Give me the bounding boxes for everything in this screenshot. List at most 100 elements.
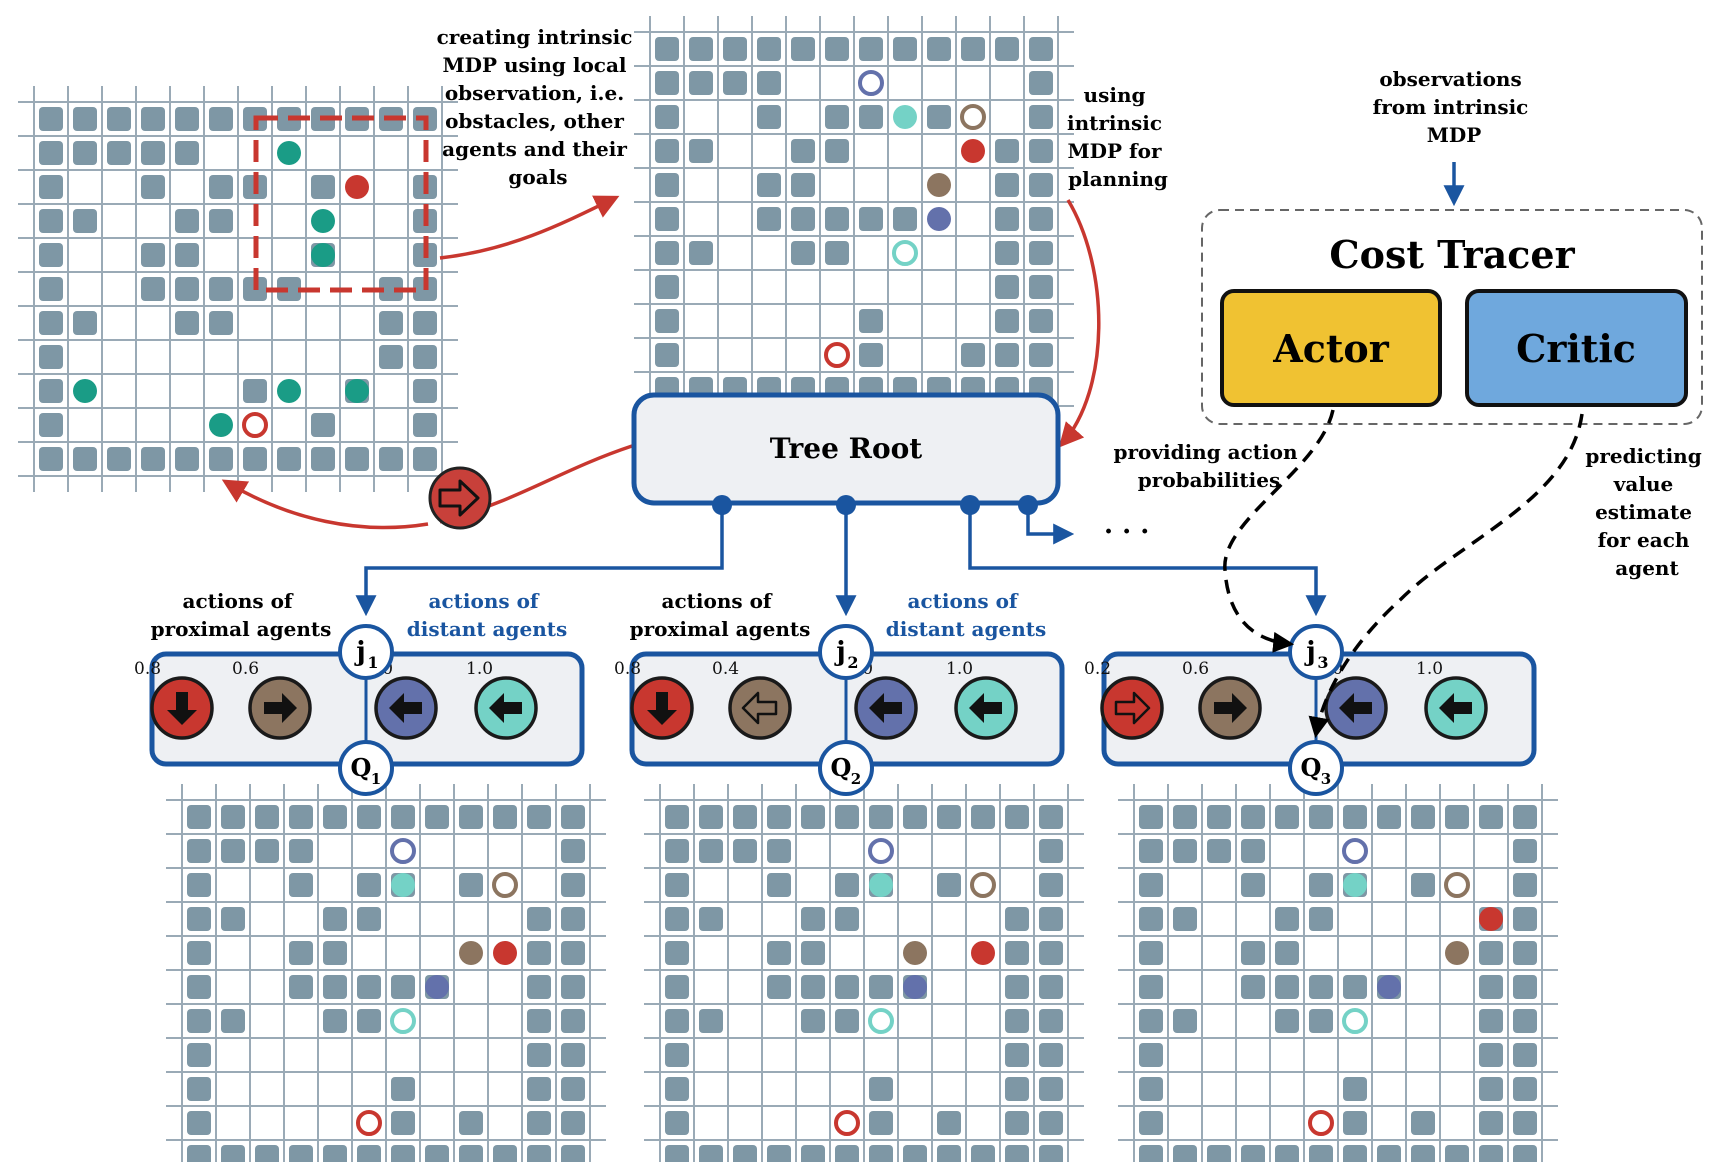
obstacle-cell xyxy=(791,173,815,197)
critic-label: Critic xyxy=(1516,326,1636,371)
obstacle-cell xyxy=(39,345,63,369)
obstacle-cell xyxy=(289,839,313,863)
obstacle-cell xyxy=(73,311,97,335)
obstacle-cell xyxy=(527,1145,551,1162)
obstacle-cell xyxy=(1173,839,1197,863)
action-probability: 1.0 xyxy=(946,659,973,679)
obstacle-cell xyxy=(459,873,483,897)
cost-tracer-title: Cost Tracer xyxy=(1329,232,1575,277)
obstacle-cell xyxy=(1139,941,1163,965)
obstacle-cell xyxy=(277,447,301,471)
obstacle-cell xyxy=(1513,975,1537,999)
obstacle-cell xyxy=(1029,343,1053,367)
action-probability: 0.6 xyxy=(232,659,259,679)
obstacle-cell xyxy=(221,1009,245,1033)
obstacle-cell xyxy=(243,379,267,403)
obstacle-cell xyxy=(937,1145,961,1162)
q-value-subscript: 3 xyxy=(1321,770,1331,788)
obstacle-cell xyxy=(801,1145,825,1162)
obstacle-cell xyxy=(1207,839,1231,863)
obstacle-cell xyxy=(655,241,679,265)
goal-marker xyxy=(1308,1110,1334,1136)
obstacle-cell xyxy=(995,343,1019,367)
obstacle-cell xyxy=(357,907,381,931)
intrinsic-mdp-grid xyxy=(634,16,1074,422)
obstacle-cell xyxy=(323,805,347,829)
obstacle-cell xyxy=(903,805,927,829)
child-state-grid-2 xyxy=(644,784,1084,1162)
obstacle-cell xyxy=(903,1145,927,1162)
obstacle-cell xyxy=(1411,873,1435,897)
obstacle-cell xyxy=(1005,1111,1029,1135)
obstacle-cell xyxy=(1309,873,1333,897)
obstacle-cell xyxy=(561,975,585,999)
obstacle-cell xyxy=(289,1145,313,1162)
obstacle-cell xyxy=(357,873,381,897)
obstacle-cell xyxy=(345,447,369,471)
obstacle-cell xyxy=(1139,975,1163,999)
action-brown-left-icon xyxy=(728,676,792,740)
obstacle-cell xyxy=(175,107,199,131)
goal-marker xyxy=(892,240,918,266)
obstacle-cell xyxy=(767,941,791,965)
obstacle-cell xyxy=(107,141,131,165)
obstacle-cell xyxy=(391,1077,415,1101)
obstacle-cell xyxy=(1411,805,1435,829)
obstacle-cell xyxy=(561,1111,585,1135)
obstacle-cell xyxy=(1005,941,1029,965)
edge-to-j3 xyxy=(968,505,1327,617)
obstacle-cell xyxy=(527,1077,551,1101)
obstacle-cell xyxy=(723,37,747,61)
arrow-left-icon xyxy=(389,693,422,723)
obstacle-cell xyxy=(1479,975,1503,999)
obstacle-cell xyxy=(1377,805,1401,829)
goal-marker xyxy=(824,342,850,368)
agent-marker xyxy=(391,873,415,897)
obstacle-cell xyxy=(1173,907,1197,931)
agent-marker xyxy=(903,941,927,965)
root-port-1 xyxy=(712,495,732,515)
obstacle-cell xyxy=(379,447,403,471)
obstacle-cell xyxy=(665,1145,689,1162)
obstacle-cell xyxy=(1039,873,1063,897)
predicting-label: predicting value estimate for each agent xyxy=(1585,444,1708,580)
obstacle-cell xyxy=(391,1111,415,1135)
obstacle-cell xyxy=(1173,1145,1197,1162)
obstacle-cell xyxy=(141,175,165,199)
obstacle-cell xyxy=(39,447,63,471)
obstacle-cell xyxy=(699,805,723,829)
obstacle-cell xyxy=(1513,941,1537,965)
obstacle-cell xyxy=(757,173,781,197)
obstacle-cell xyxy=(1029,105,1053,129)
obstacle-cell xyxy=(1241,839,1265,863)
obstacle-cell xyxy=(665,1043,689,1067)
goal-marker xyxy=(1444,872,1470,898)
obstacle-cell xyxy=(561,907,585,931)
obstacle-cell xyxy=(1445,805,1469,829)
obstacle-cell xyxy=(835,1009,859,1033)
obstacle-cell xyxy=(801,975,825,999)
obstacle-cell xyxy=(1005,1043,1029,1067)
obstacle-cell xyxy=(699,1145,723,1162)
obstacle-cell xyxy=(1241,975,1265,999)
obstacle-cell xyxy=(221,839,245,863)
obstacle-cell xyxy=(73,447,97,471)
goal-marker xyxy=(960,104,986,130)
obstacle-cell xyxy=(1173,805,1197,829)
obstacle-cell xyxy=(757,207,781,231)
obstacle-cell xyxy=(733,839,757,863)
obstacle-cell xyxy=(937,805,961,829)
local-observation-grid xyxy=(18,86,458,492)
obstacle-cell xyxy=(1479,1145,1503,1162)
obstacle-cell xyxy=(1029,207,1053,231)
agent-marker xyxy=(903,975,927,999)
obstacle-cell xyxy=(107,107,131,131)
obstacle-cell xyxy=(733,1145,757,1162)
obstacle-cell xyxy=(357,1145,381,1162)
agent-marker xyxy=(311,209,335,233)
agent-marker xyxy=(425,975,449,999)
agent-marker xyxy=(1445,941,1469,965)
obstacle-cell xyxy=(187,975,211,999)
obstacle-cell xyxy=(39,107,63,131)
